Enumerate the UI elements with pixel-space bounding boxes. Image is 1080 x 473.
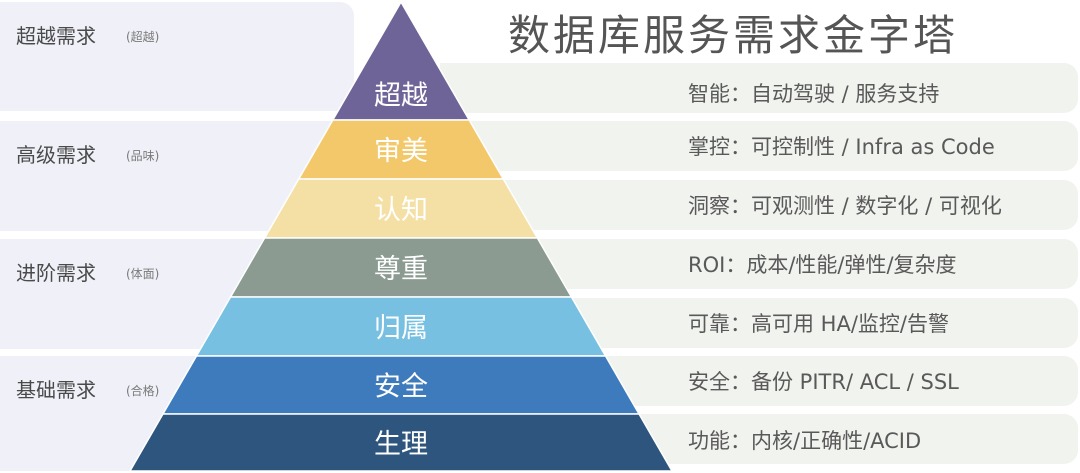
- layer-desc: 可靠：高可用 HA/监控/告警: [688, 312, 949, 336]
- group-subtitle: (合格): [126, 384, 160, 398]
- pyramid-layer-label: 安全: [374, 372, 428, 403]
- group-title: 超越需求: [16, 24, 96, 48]
- group-subtitle: (体面): [126, 267, 160, 281]
- group-title: 进阶需求: [16, 261, 96, 285]
- group-subtitle: (超越): [126, 30, 160, 44]
- desc-band-1: [440, 63, 1078, 113]
- layer-desc: 功能：内核/正确性/ACID: [688, 429, 922, 453]
- pyramid-layer-label: 超越: [374, 81, 428, 112]
- layer-desc: 智能：自动驾驶 / 服务支持: [688, 82, 940, 106]
- chart-title: 数据库服务需求金字塔: [508, 11, 959, 60]
- desc-band-3: [440, 180, 1078, 230]
- pyramid-layer-label: 生理: [374, 429, 428, 460]
- group-title: 高级需求: [16, 143, 96, 167]
- layer-desc: ROI：成本/性能/弹性/复杂度: [688, 253, 957, 277]
- group-title: 基础需求: [16, 378, 96, 402]
- group-advanced: 高级需求 (品味): [0, 121, 354, 231]
- desc-band-2: [440, 121, 1078, 171]
- layer-desc: 洞察：可观测性 / 数字化 / 可视化: [688, 194, 1002, 218]
- pyramid-layer-label: 审美: [374, 136, 428, 167]
- pyramid-layer-label: 归属: [374, 313, 428, 344]
- layer-desc: 掌控：可控制性 / Infra as Code: [688, 135, 995, 159]
- layer-desc: 安全：备份 PITR/ ACL / SSL: [688, 370, 959, 394]
- pyramid-layer-label: 尊重: [374, 254, 428, 285]
- group-subtitle: (品味): [126, 149, 160, 163]
- group-transcend: 超越需求 (超越): [0, 2, 354, 111]
- pyramid-layer-label: 认知: [374, 195, 428, 226]
- pyramid-layer: [128, 413, 674, 472]
